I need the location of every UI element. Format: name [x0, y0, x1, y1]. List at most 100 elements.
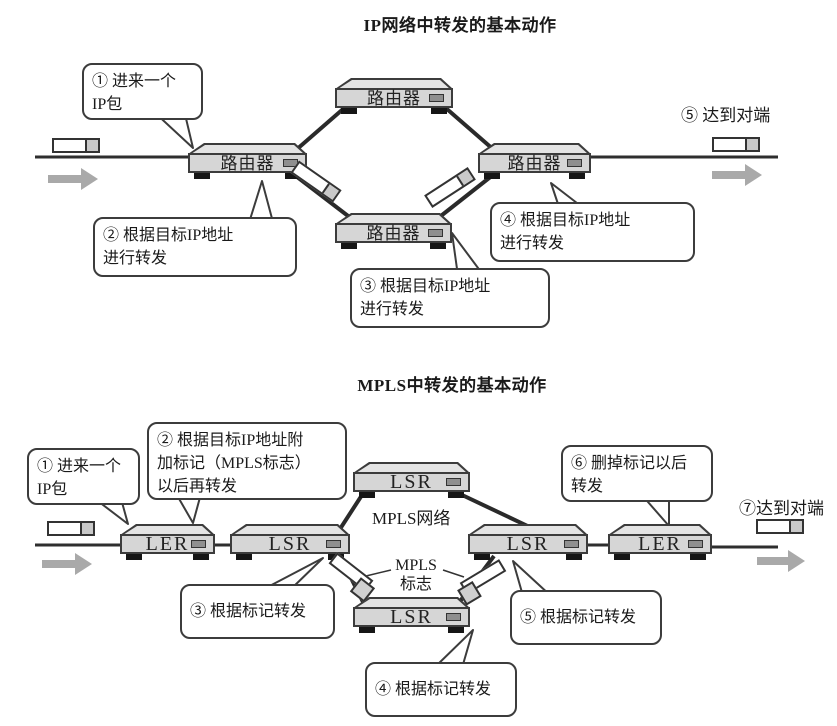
ip-packet	[52, 138, 100, 153]
device-foot	[448, 627, 464, 633]
device-body: 路由器	[478, 153, 591, 173]
callout-text: ⑤ 根据标记转发	[520, 609, 637, 626]
device-foot	[431, 108, 447, 114]
device-top-face	[230, 524, 350, 535]
arrival-label: ⑦达到对端	[739, 499, 824, 518]
callout-text: 进行转发	[360, 301, 425, 318]
callout-step-2: ② 根据目标IP地址附 加标记（MPLS标志） 以后再转发	[147, 422, 347, 500]
device-body: LER	[120, 534, 215, 554]
flow-arrow	[42, 553, 92, 575]
ip-packet	[712, 137, 760, 152]
device-top-face	[353, 462, 470, 473]
mpls-tag-label-line: MPLS	[395, 557, 437, 574]
callout-text: ② 根据目标IP地址	[103, 227, 234, 244]
callout-text: ① 进来一个	[37, 458, 122, 475]
device-label: LSR	[390, 471, 433, 493]
flow-arrows	[42, 164, 805, 575]
lsr-device-mid-right: LSR	[468, 524, 588, 560]
device-foot	[614, 554, 630, 560]
flow-arrow	[712, 164, 762, 186]
device-slot	[428, 229, 443, 237]
callout-text: 进行转发	[500, 235, 565, 252]
ip-packet	[47, 521, 95, 536]
device-slot	[429, 94, 444, 102]
callout-text: ① 进来一个	[92, 73, 177, 90]
device-foot	[236, 554, 252, 560]
device-foot	[285, 173, 301, 179]
device-slot	[564, 540, 579, 548]
flow-arrow	[48, 168, 98, 190]
callout-tails	[89, 109, 670, 669]
device-label: 路由器	[366, 223, 421, 243]
device-body: LSR	[353, 607, 470, 627]
ip-diagram-title: IP网络中转发的基本动作	[363, 16, 557, 35]
router-device-top: 路由器	[335, 78, 453, 114]
device-label: LSR	[390, 606, 433, 628]
callout-text: 进行转发	[103, 250, 168, 267]
packet-head	[80, 523, 93, 534]
device-foot	[448, 492, 464, 498]
callout-step-4: ④ 根据标记转发	[365, 662, 517, 717]
device-top-face	[335, 78, 453, 89]
mpls-diagram-title: MPLS中转发的基本动作	[357, 376, 547, 395]
callout-text: IP包	[37, 481, 68, 498]
device-label: 路由器	[367, 88, 421, 108]
packet-head	[85, 140, 98, 151]
callout-step-6: ⑥ 删掉标记以后 转发	[561, 445, 713, 502]
device-foot	[566, 554, 582, 560]
callout-text: 加标记（MPLS标志）	[157, 455, 311, 472]
mpls-diagram: MPLS中转发的基本动作	[0, 360, 837, 726]
flow-arrow	[757, 550, 805, 572]
callout-text: 以后再转发	[157, 478, 238, 495]
device-label: LER	[638, 533, 682, 555]
device-slot	[446, 613, 461, 621]
device-body: LSR	[468, 534, 588, 554]
device-foot	[569, 173, 585, 179]
arrival-label: ⑤ 达到对端	[681, 106, 771, 125]
device-top-face	[608, 524, 712, 535]
device-top-face	[468, 524, 588, 535]
ler-device-left: LER	[120, 524, 215, 560]
device-body: LER	[608, 534, 712, 554]
device-slot	[191, 540, 206, 548]
ip-packet	[756, 519, 804, 534]
device-foot	[690, 554, 706, 560]
device-body: LSR	[230, 534, 350, 554]
device-top-face	[188, 143, 307, 154]
router-device-bottom: 路由器	[335, 213, 452, 249]
device-foot	[474, 554, 490, 560]
device-body: 路由器	[188, 153, 307, 173]
device-label: LER	[145, 533, 190, 555]
callout-text: ② 根据目标IP地址附	[157, 432, 304, 449]
callout-text: ④ 根据标记转发	[375, 681, 492, 698]
device-top-face	[120, 524, 215, 535]
router-device-left: 路由器	[188, 143, 307, 179]
device-label: 路由器	[507, 153, 562, 173]
device-foot	[126, 554, 142, 560]
device-slot	[446, 478, 461, 486]
mpls-tag-label: MPLS 标志	[383, 556, 449, 594]
callout-text: ⑥ 删掉标记以后	[571, 455, 688, 472]
device-top-face	[353, 597, 470, 608]
device-body: 路由器	[335, 223, 452, 243]
device-foot	[193, 554, 209, 560]
device-foot	[430, 243, 446, 249]
callout-step-1: ① 进来一个 IP包	[82, 63, 203, 120]
tag-pointer-lines	[365, 569, 465, 578]
device-foot	[359, 627, 375, 633]
device-foot	[484, 173, 500, 179]
ip-diagonal-links	[286, 101, 500, 221]
mpls-tag-label-line: 标志	[399, 576, 432, 593]
callout-text: ③ 根据标记转发	[190, 603, 307, 620]
device-foot	[341, 108, 357, 114]
mpls-network-label: MPLS网络	[372, 509, 451, 528]
device-slot	[326, 540, 341, 548]
callout-step-1: ① 进来一个 IP包	[27, 448, 140, 505]
device-slot	[567, 159, 582, 167]
device-foot	[194, 173, 210, 179]
device-top-face	[478, 143, 591, 154]
lsr-device-mid-left: LSR	[230, 524, 350, 560]
callout-text: IP包	[92, 96, 123, 113]
device-body: 路由器	[335, 88, 453, 108]
